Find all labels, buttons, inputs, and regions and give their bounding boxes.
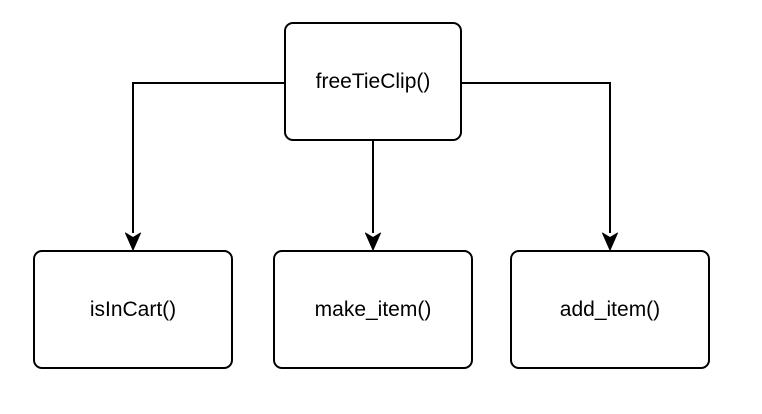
node-isincart-label: isInCart() (89, 298, 177, 321)
node-additem-label: add_item() (559, 298, 661, 321)
node-makeitem-label: make_item() (314, 298, 432, 321)
connector-freetieclip-to-additem (462, 82, 611, 233)
connector-freetieclip-to-isincart (132, 82, 284, 233)
arrowhead-down-icon (125, 232, 141, 251)
node-freetieclip-label: freeTieClip() (315, 70, 431, 93)
arrowhead-down-icon (365, 232, 381, 251)
node-additem: add_item() (510, 250, 710, 369)
node-isincart: isInCart() (33, 250, 233, 369)
node-makeitem: make_item() (273, 250, 473, 369)
node-freetieclip: freeTieClip() (284, 22, 462, 141)
arrowhead-down-icon (602, 232, 618, 251)
